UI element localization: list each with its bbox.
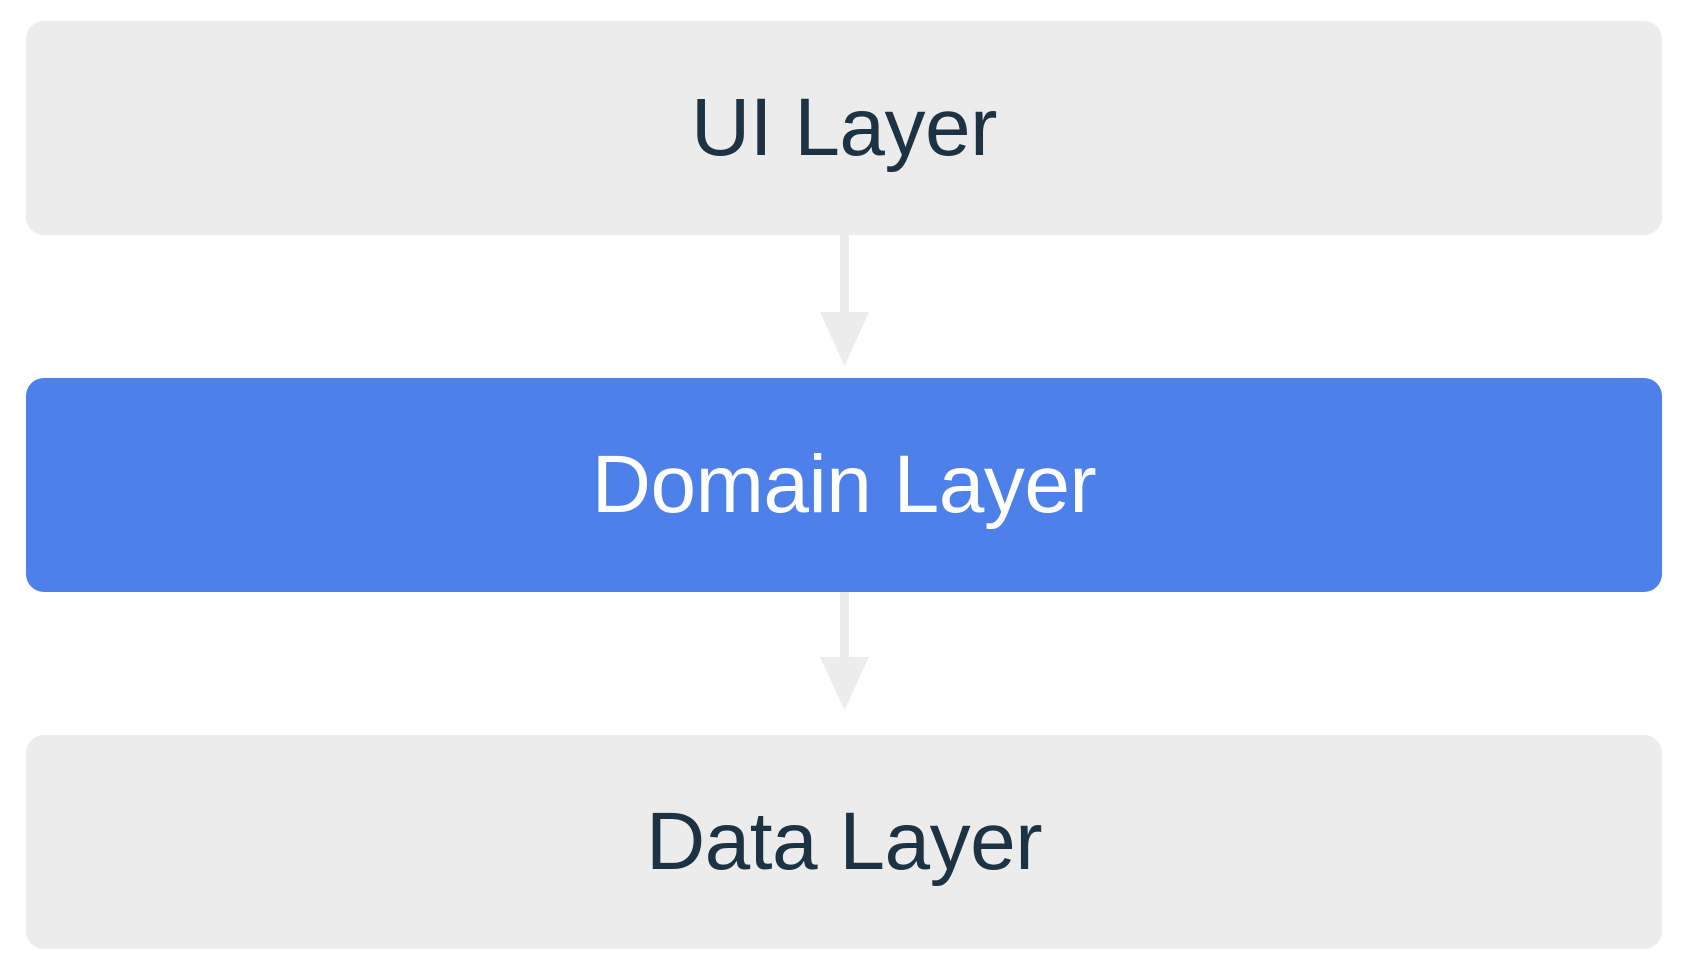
node-ui-layer-label: UI Layer — [691, 82, 997, 173]
node-data-layer[interactable]: Data Layer — [26, 735, 1662, 949]
node-data-layer-label: Data Layer — [645, 796, 1043, 887]
node-ui-layer[interactable]: UI Layer — [26, 21, 1662, 235]
edge-domain-to-data — [820, 592, 869, 710]
node-domain-layer-label: Domain Layer — [591, 439, 1097, 530]
edge-ui-to-domain — [820, 235, 869, 366]
node-domain-layer[interactable]: Domain Layer — [26, 378, 1662, 592]
